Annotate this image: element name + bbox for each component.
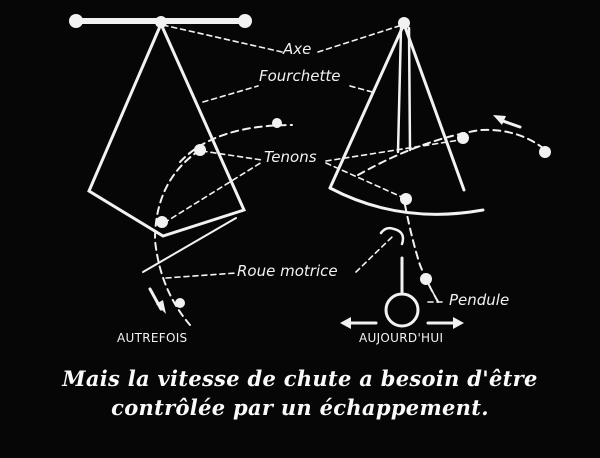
crown-wheel-arc-left <box>153 149 201 326</box>
foliot-weight-right <box>238 14 252 28</box>
motion-arrowhead-right <box>493 115 506 125</box>
leader-tenons-right-upper <box>325 139 461 162</box>
label-axe: Axe <box>283 40 312 58</box>
pendulum-bob <box>384 292 420 328</box>
panel-label-right: AUJOURD'HUI <box>359 331 444 345</box>
leader-fourchette-right <box>349 85 377 94</box>
cone-bottom <box>328 186 485 216</box>
axle-top-pivot <box>398 17 410 29</box>
leader-tenons-left-upper <box>201 150 263 161</box>
leader-axe-left <box>162 24 283 53</box>
pallet-lower-right <box>400 193 412 205</box>
pendulum-arrowhead-left <box>340 317 351 329</box>
leader-tenons-right-lower <box>325 162 405 199</box>
pallet-upper-left <box>194 144 206 156</box>
wheel-tooth-right <box>539 146 551 158</box>
escape-wheel-arc-lower <box>404 204 441 306</box>
label-tenons: Tenons <box>264 148 317 166</box>
pendulum-hook <box>379 226 405 246</box>
label-roue-motrice: Roue motrice <box>237 262 338 280</box>
pallet-lower-left <box>156 216 168 228</box>
leader-roue-right <box>355 236 393 273</box>
leader-roue-left <box>165 272 237 279</box>
wheel-tooth-top-left <box>272 118 282 128</box>
label-fourchette: Fourchette <box>259 67 341 85</box>
leader-axe-right <box>317 24 403 53</box>
leader-tenons-left-lower <box>163 161 263 224</box>
leader-pendule <box>427 282 439 303</box>
escape-wheel-arc-right <box>357 128 549 176</box>
label-pendule: Pendule <box>449 291 510 309</box>
pendulum-arrowhead-right <box>453 317 464 329</box>
verge-frame <box>87 20 247 238</box>
wheel-tooth-bottom-left <box>175 298 185 308</box>
axle-right <box>407 26 412 152</box>
motion-arrowhead-left <box>156 300 166 314</box>
cone-sides <box>328 20 466 192</box>
crown-wheel-line <box>142 217 237 273</box>
leader-fourchette-left <box>202 85 259 103</box>
crown-wheel-arc-top <box>179 124 293 163</box>
axle-left <box>396 26 403 154</box>
foliot-weight-left <box>69 14 83 28</box>
caption-line-2: contrôlée par un échappement. <box>111 395 489 420</box>
panel-label-left: AUTREFOIS <box>117 331 188 345</box>
caption-line-1: Mais la vitesse de chute a besoin d'être <box>62 366 538 391</box>
